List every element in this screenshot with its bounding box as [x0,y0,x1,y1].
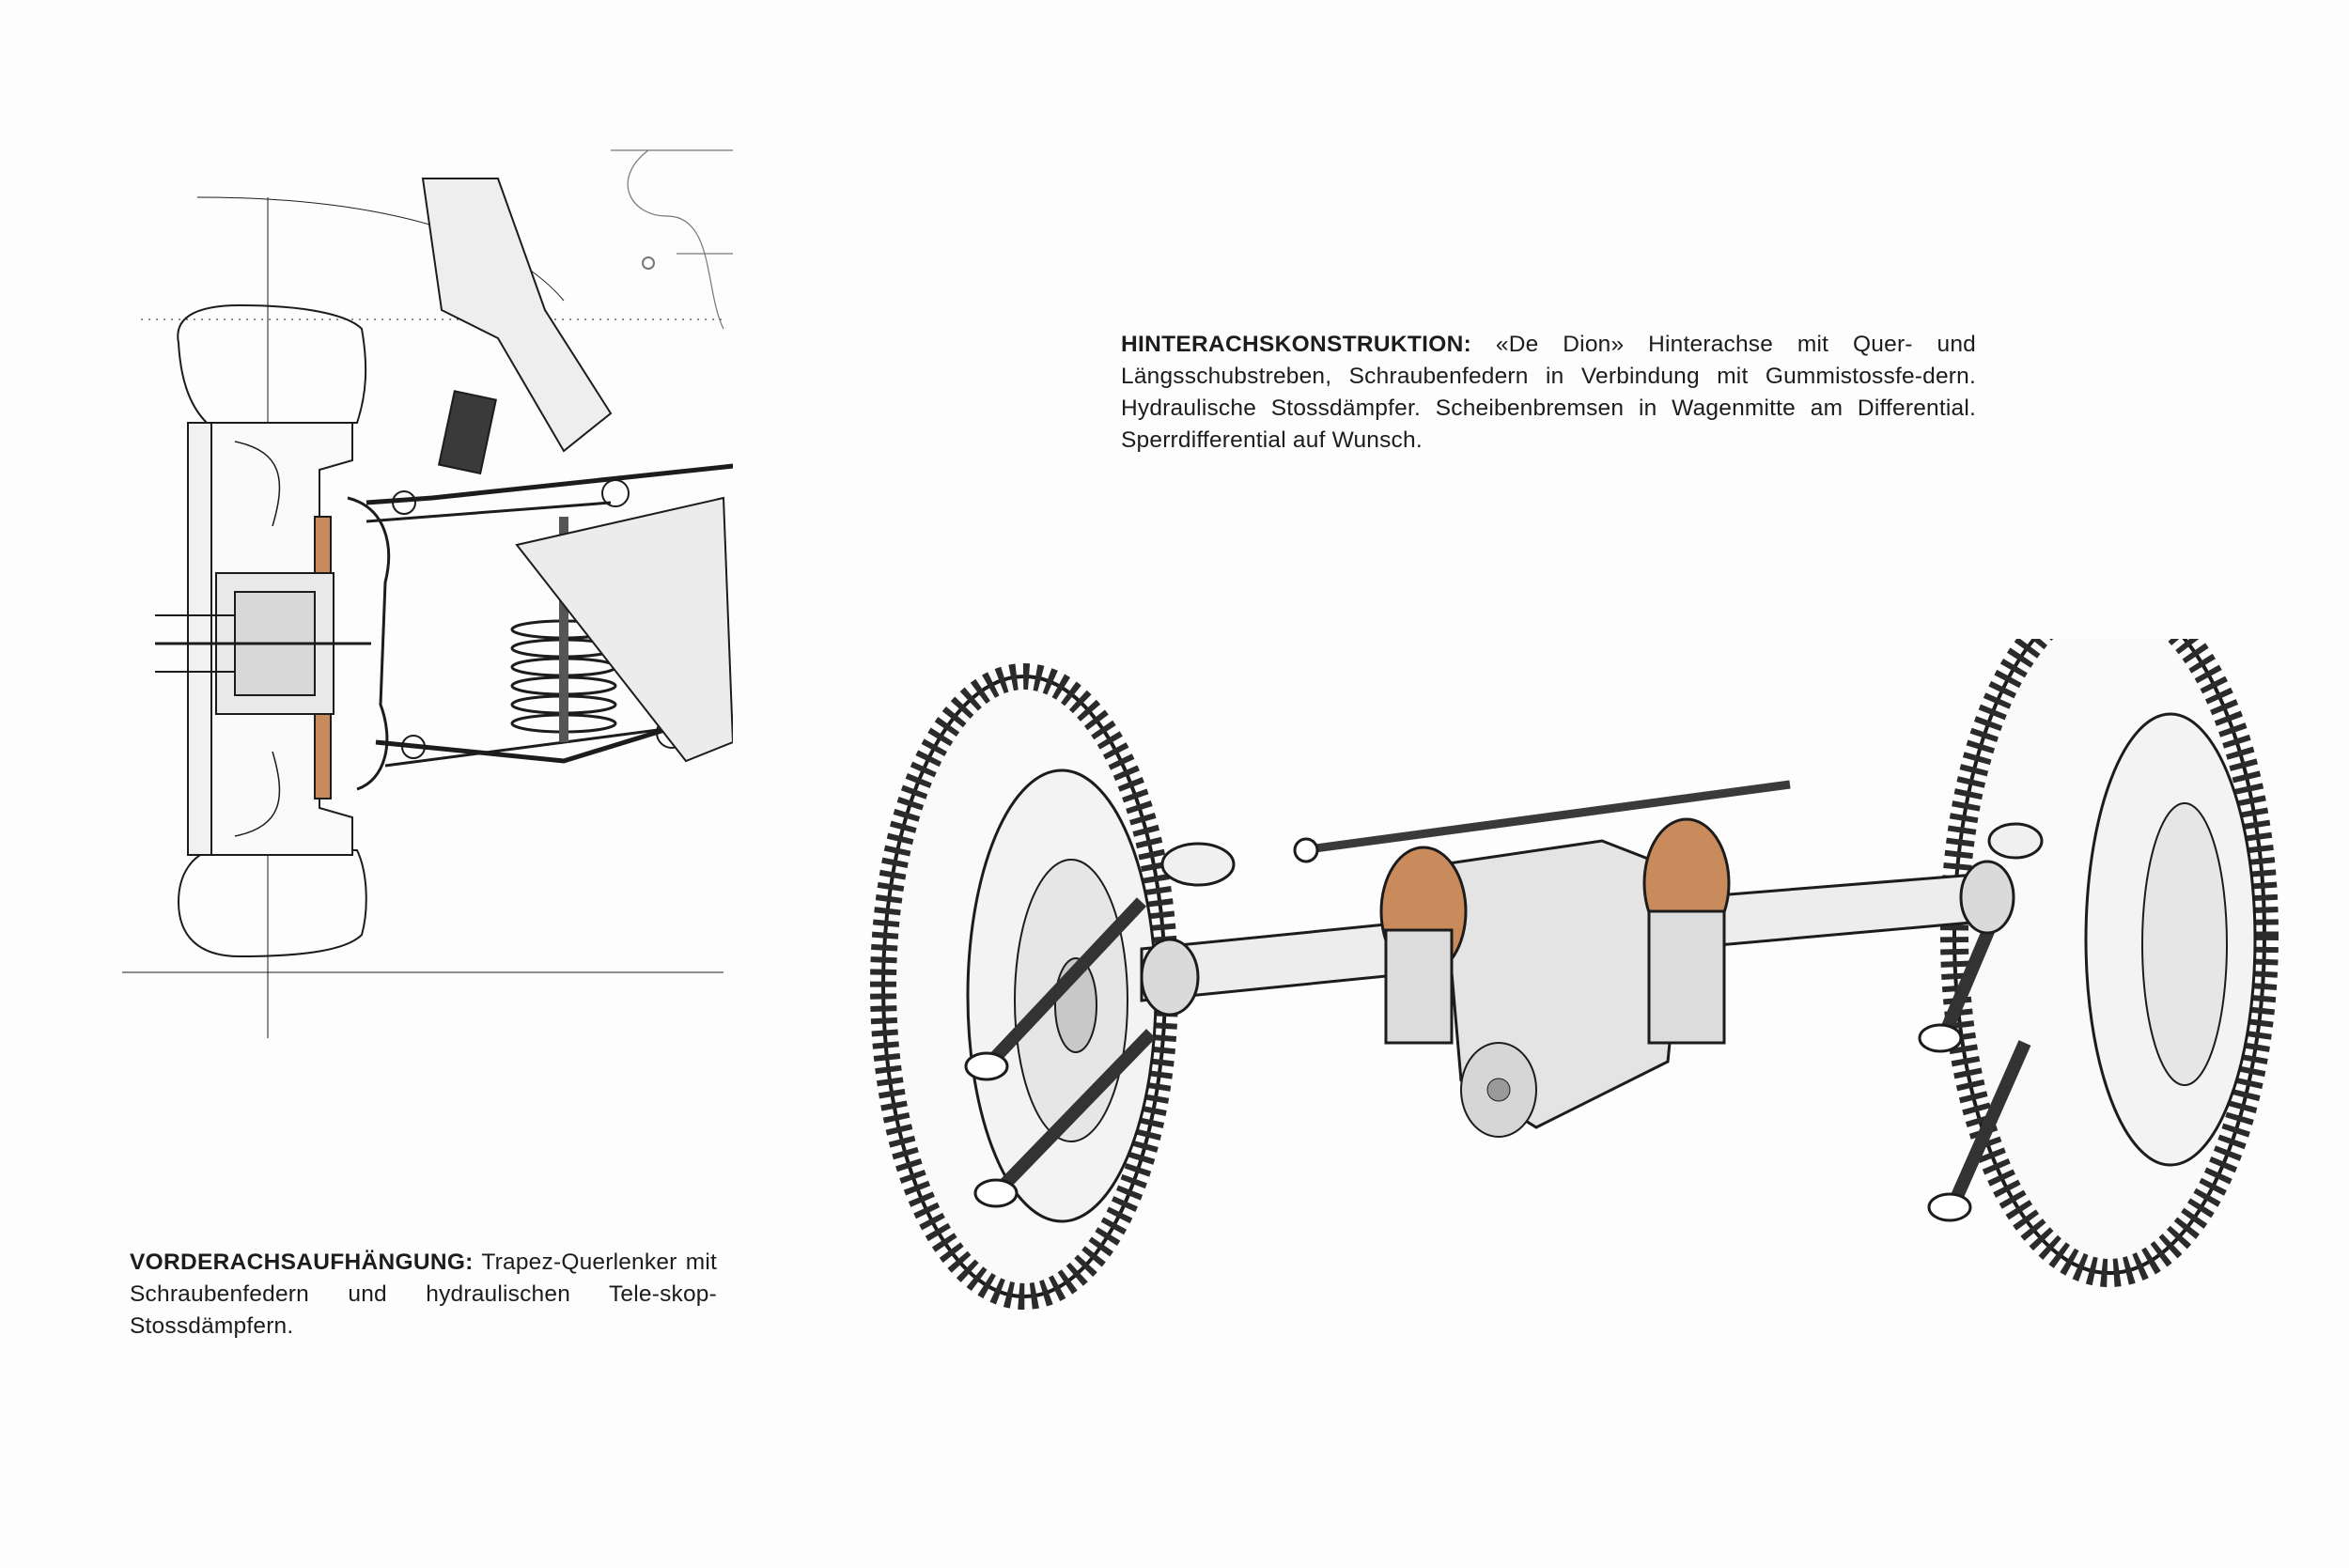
front-axle-description: Trapez-Querlenker mit Schraubenfedern un… [130,1250,717,1339]
rear-axle-description: «De Dion» Hinterachse mit Quer- und Läng… [1121,332,1976,453]
rear-axle-heading: HINTERACHSKONSTRUKTION: [1121,332,1472,357]
front-suspension-illustration [122,149,733,1038]
rear-axle-illustration [870,639,2279,1310]
front-axle-caption: VORDERACHSAUFHÄNGUNG: Trapez-Querlenker … [130,1247,717,1343]
rear-axle-caption: HINTERACHSKONSTRUKTION: «De Dion» Hinter… [1121,329,1976,457]
front-axle-heading: VORDERACHSAUFHÄNGUNG: [130,1250,474,1275]
